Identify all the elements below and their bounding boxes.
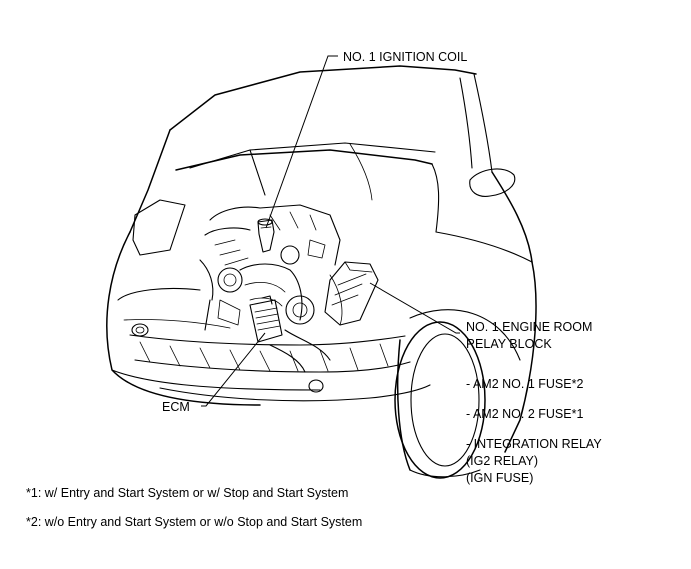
ecm-leader-line bbox=[201, 332, 266, 407]
ecm-illustration bbox=[249, 295, 283, 343]
relay-block-content-ign-fuse: (IGN FUSE) bbox=[466, 471, 533, 485]
relay-block-label-line1: NO. 1 ENGINE ROOM bbox=[466, 320, 592, 334]
relay-block-content-am2-no1-fuse: - AM2 NO. 1 FUSE*2 bbox=[466, 377, 583, 391]
vehicle-body-illustration bbox=[106, 65, 537, 479]
footnote-1: *1: w/ Entry and Start System or w/ Stop… bbox=[26, 486, 348, 500]
relay-block-label-line2: RELAY BLOCK bbox=[466, 337, 552, 351]
relay-block-content-am2-no2-fuse: - AM2 NO. 2 FUSE*1 bbox=[466, 407, 583, 421]
ecm-label: ECM bbox=[162, 400, 190, 414]
relay-block-content-integration-relay: - INTEGRATION RELAY bbox=[466, 437, 602, 451]
footnote-2: *2: w/o Entry and Start System or w/o St… bbox=[26, 515, 362, 529]
relay-block-content-ig2-relay: (IG2 RELAY) bbox=[466, 454, 538, 468]
ignition-coil-label: NO. 1 IGNITION COIL bbox=[343, 50, 467, 64]
ignition-coil-leader-line bbox=[265, 55, 338, 229]
relay-block-leader-line bbox=[369, 282, 460, 334]
engine-assembly-illustration bbox=[199, 204, 343, 373]
ignition-coil-illustration bbox=[257, 218, 275, 253]
relay-block-illustration bbox=[324, 261, 379, 326]
